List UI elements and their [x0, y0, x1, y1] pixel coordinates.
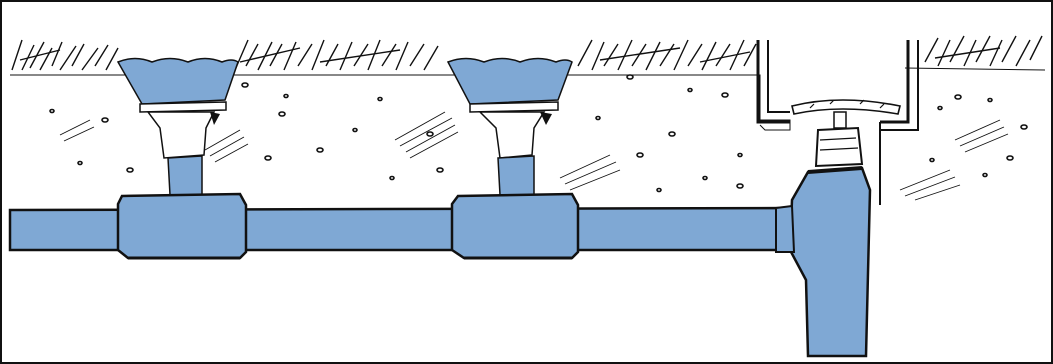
grass-surface	[11, 35, 1043, 71]
sprinkler-head	[116, 57, 239, 196]
valve-box	[756, 40, 919, 205]
tee-fitting	[116, 192, 248, 260]
soil-hatching	[59, 111, 1009, 201]
soil-layer	[10, 40, 1046, 205]
tee-fitting	[450, 192, 580, 260]
shutoff-valve	[791, 99, 901, 168]
gravel-dots	[49, 74, 1028, 193]
sprinkler-head	[446, 57, 573, 196]
vertical-riser	[775, 166, 872, 358]
